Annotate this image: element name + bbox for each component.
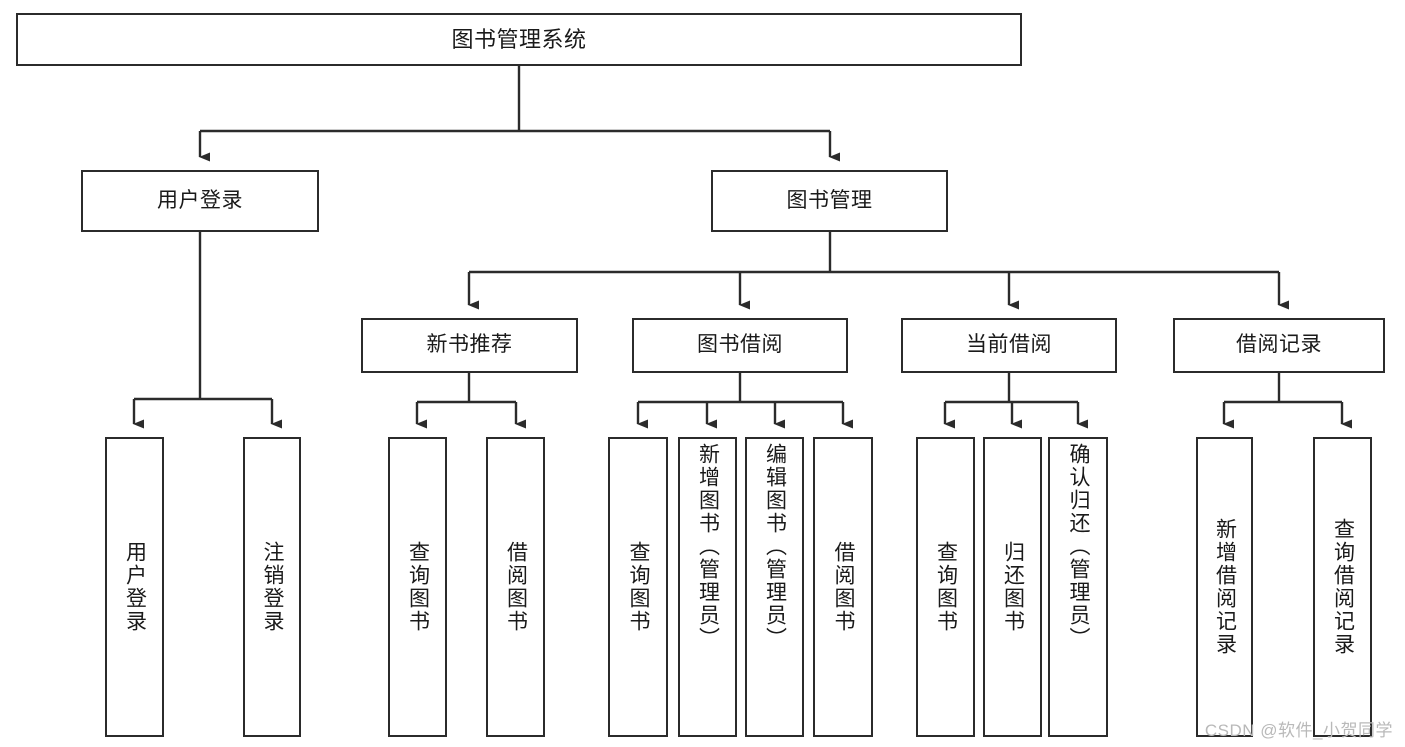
- node-current-borrow-label: 当前借阅: [966, 333, 1052, 357]
- node-leaf-query-book-c-label: 查询图书: [934, 541, 958, 633]
- node-new-books-label: 新书推荐: [426, 333, 513, 357]
- node-root[interactable]: 图书管理系统: [16, 13, 1022, 66]
- node-leaf-add-book-label: 新增图书（管理员）: [696, 443, 720, 650]
- node-leaf-return-book[interactable]: 归还图书: [983, 437, 1042, 737]
- node-leaf-query-book-a[interactable]: 查询图书: [388, 437, 447, 737]
- node-leaf-edit-book[interactable]: 编辑图书（管理员）: [745, 437, 804, 737]
- node-leaf-query-book-b[interactable]: 查询图书: [608, 437, 668, 737]
- node-leaf-query-book-c[interactable]: 查询图书: [916, 437, 975, 737]
- node-leaf-confirm-return[interactable]: 确认归还（管理员）: [1048, 437, 1108, 737]
- node-leaf-user-login[interactable]: 用户登录: [105, 437, 164, 737]
- node-borrow-record[interactable]: 借阅记录: [1173, 318, 1385, 373]
- node-leaf-query-record-label: 查询借阅记录: [1331, 518, 1355, 656]
- node-user-login[interactable]: 用户登录: [81, 170, 319, 232]
- csdn-watermark: CSDN @软件_小贺同学: [1204, 721, 1393, 740]
- node-user-login-label: 用户登录: [157, 188, 243, 212]
- node-leaf-query-book-b-label: 查询图书: [627, 541, 651, 633]
- node-root-label: 图书管理系统: [451, 26, 587, 52]
- node-leaf-borrow-book-a-label: 借阅图书: [504, 541, 528, 633]
- node-borrow[interactable]: 图书借阅: [632, 318, 848, 373]
- node-new-books[interactable]: 新书推荐: [361, 318, 578, 373]
- node-leaf-user-login-label: 用户登录: [123, 541, 147, 633]
- node-leaf-user-logout-label: 注销登录: [261, 541, 285, 633]
- node-book-manage[interactable]: 图书管理: [711, 170, 948, 232]
- node-leaf-return-book-label: 归还图书: [1001, 541, 1025, 633]
- node-borrow-label: 图书借阅: [697, 333, 783, 357]
- node-leaf-borrow-book-b[interactable]: 借阅图书: [813, 437, 873, 737]
- node-leaf-borrow-book-a[interactable]: 借阅图书: [486, 437, 545, 737]
- node-leaf-add-record[interactable]: 新增借阅记录: [1196, 437, 1253, 737]
- node-leaf-add-record-label: 新增借阅记录: [1213, 518, 1237, 656]
- node-current-borrow[interactable]: 当前借阅: [901, 318, 1117, 373]
- node-borrow-record-label: 借阅记录: [1236, 333, 1322, 357]
- node-leaf-user-logout[interactable]: 注销登录: [243, 437, 301, 737]
- node-leaf-confirm-return-label: 确认归还（管理员）: [1067, 443, 1091, 650]
- node-leaf-query-book-a-label: 查询图书: [406, 541, 430, 633]
- node-leaf-add-book[interactable]: 新增图书（管理员）: [678, 437, 737, 737]
- node-leaf-query-record[interactable]: 查询借阅记录: [1313, 437, 1372, 737]
- node-leaf-borrow-book-b-label: 借阅图书: [832, 541, 856, 633]
- node-book-manage-label: 图书管理: [786, 188, 873, 212]
- node-leaf-edit-book-label: 编辑图书（管理员）: [763, 443, 787, 650]
